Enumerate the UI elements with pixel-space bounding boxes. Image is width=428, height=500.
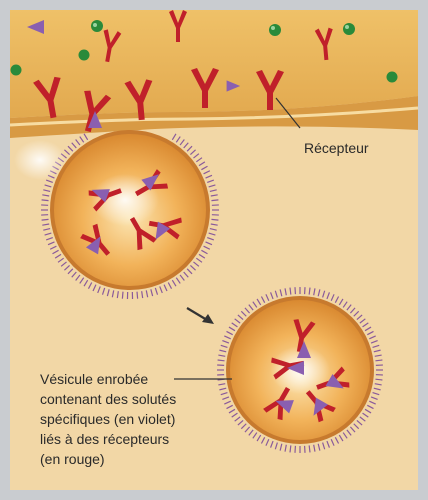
coat-bristle xyxy=(137,292,138,299)
vesicle-label-line-1: Vésicule enrobée xyxy=(40,371,148,387)
coat-bristle xyxy=(309,445,310,452)
coat-bristle xyxy=(309,288,310,295)
coat-bristle xyxy=(42,200,49,201)
vesicle-label-line-3: spécifiques (en violet) xyxy=(40,411,175,427)
extracellular-space xyxy=(10,10,418,118)
coat-bristle xyxy=(42,219,49,220)
coat-bristle xyxy=(122,292,123,299)
coat-bristle xyxy=(211,219,218,220)
coat-bristle xyxy=(375,379,382,380)
coat-bristle xyxy=(211,200,218,201)
vesicle-label-line-2: contenant des solutés xyxy=(40,391,176,407)
vesicle-label-line-5: (en rouge) xyxy=(40,451,105,467)
vesicle-label-line-4: liés à des récepteurs xyxy=(40,431,169,447)
coated-vesicle xyxy=(217,287,383,453)
coat-bristle xyxy=(290,288,291,295)
coat-bristle xyxy=(290,445,291,452)
receptor-label: Récepteur xyxy=(304,140,369,156)
coat-bristle xyxy=(375,360,382,361)
coat-bristle xyxy=(218,360,225,361)
